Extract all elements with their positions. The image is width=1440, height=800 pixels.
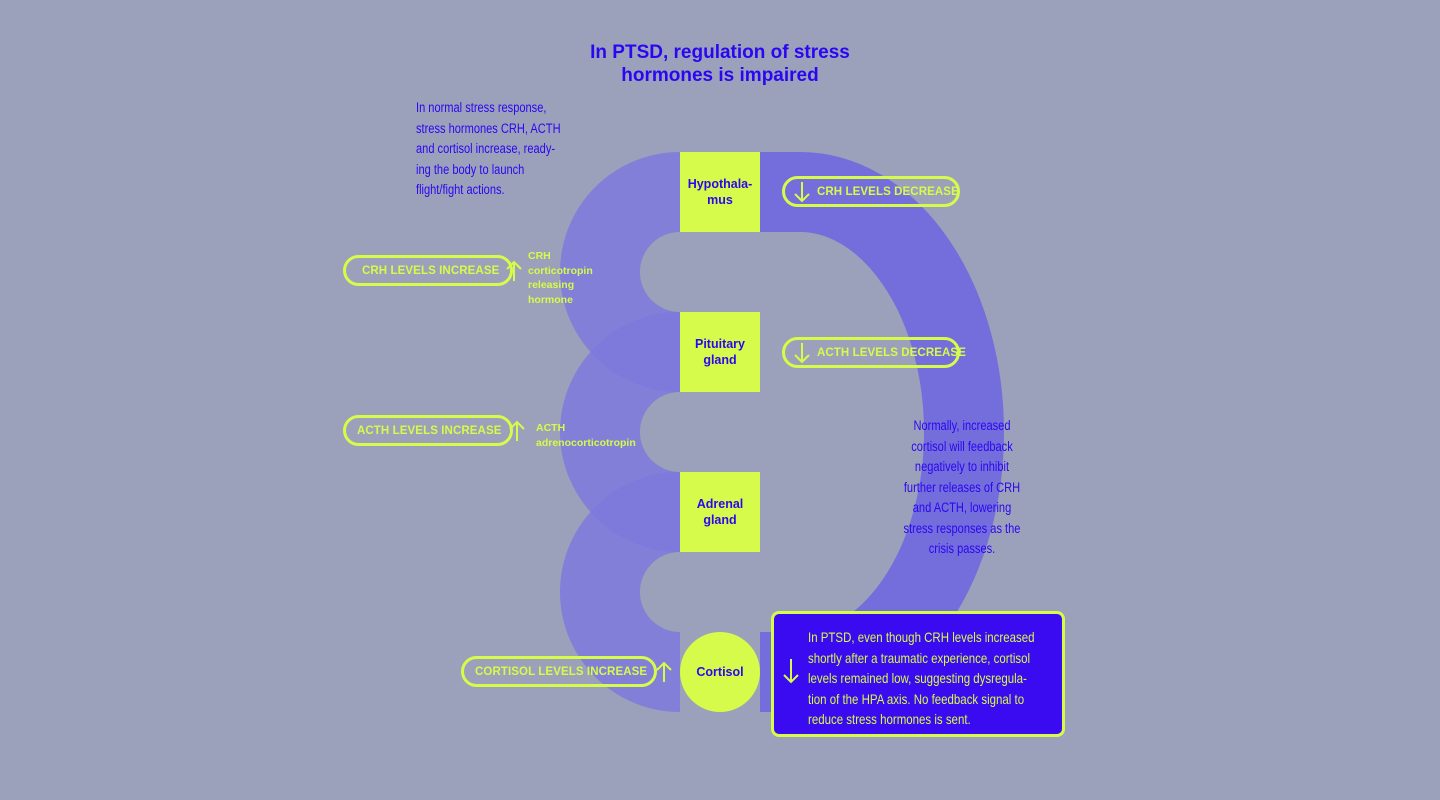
acth-increase-label: ACTH LEVELS INCREASE [357, 424, 502, 437]
ptsd-callout-text: In PTSD, even though CRH levels increase… [808, 629, 1035, 727]
crh-decrease-label: CRH LEVELS DECREASE [817, 185, 959, 198]
organ-adrenal-gland: Adrenal gland [680, 472, 760, 552]
arrow-up-icon [505, 260, 523, 282]
arrow-down-icon [782, 658, 800, 689]
ptsd-callout: In PTSD, even though CRH levels increase… [771, 611, 1065, 737]
organ-pituitary-gland: Pituitary gland [680, 312, 760, 392]
hormone-label-crh: CRH corticotropin releasing hormone [528, 250, 593, 306]
acth-decrease-label: ACTH LEVELS DECREASE [817, 346, 966, 359]
organ-cortisol: Cortisol [680, 632, 760, 712]
organ-hypothalamus: Hypothala- mus [680, 152, 760, 232]
cortisol-increase-pill: CORTISOL LEVELS INCREASE [461, 656, 672, 687]
arrow-up-icon [655, 661, 673, 683]
crh-increase-label: CRH LEVELS INCREASE [362, 264, 500, 277]
hormone-label-acth: ACTH adrenocorticotropin [536, 422, 636, 449]
arrow-up-icon [508, 420, 526, 442]
arrow-down-icon [793, 342, 811, 364]
normal-response-note: In normal stress response, stress hormon… [416, 100, 561, 197]
crh-decrease-pill: CRH LEVELS DECREASE [782, 176, 960, 207]
page-title: In PTSD, regulation of stress hormones i… [590, 42, 850, 86]
feedback-note: Normally, increased cortisol will feedba… [903, 418, 1021, 556]
arrow-down-icon [793, 181, 811, 203]
band-adrenal-to-cortisol [560, 472, 682, 712]
acth-decrease-pill: ACTH LEVELS DECREASE [782, 337, 966, 368]
cortisol-increase-label: CORTISOL LEVELS INCREASE [475, 665, 648, 678]
crh-increase-pill: CRH LEVELS INCREASE [343, 255, 523, 286]
acth-increase-pill: ACTH LEVELS INCREASE [343, 415, 525, 446]
